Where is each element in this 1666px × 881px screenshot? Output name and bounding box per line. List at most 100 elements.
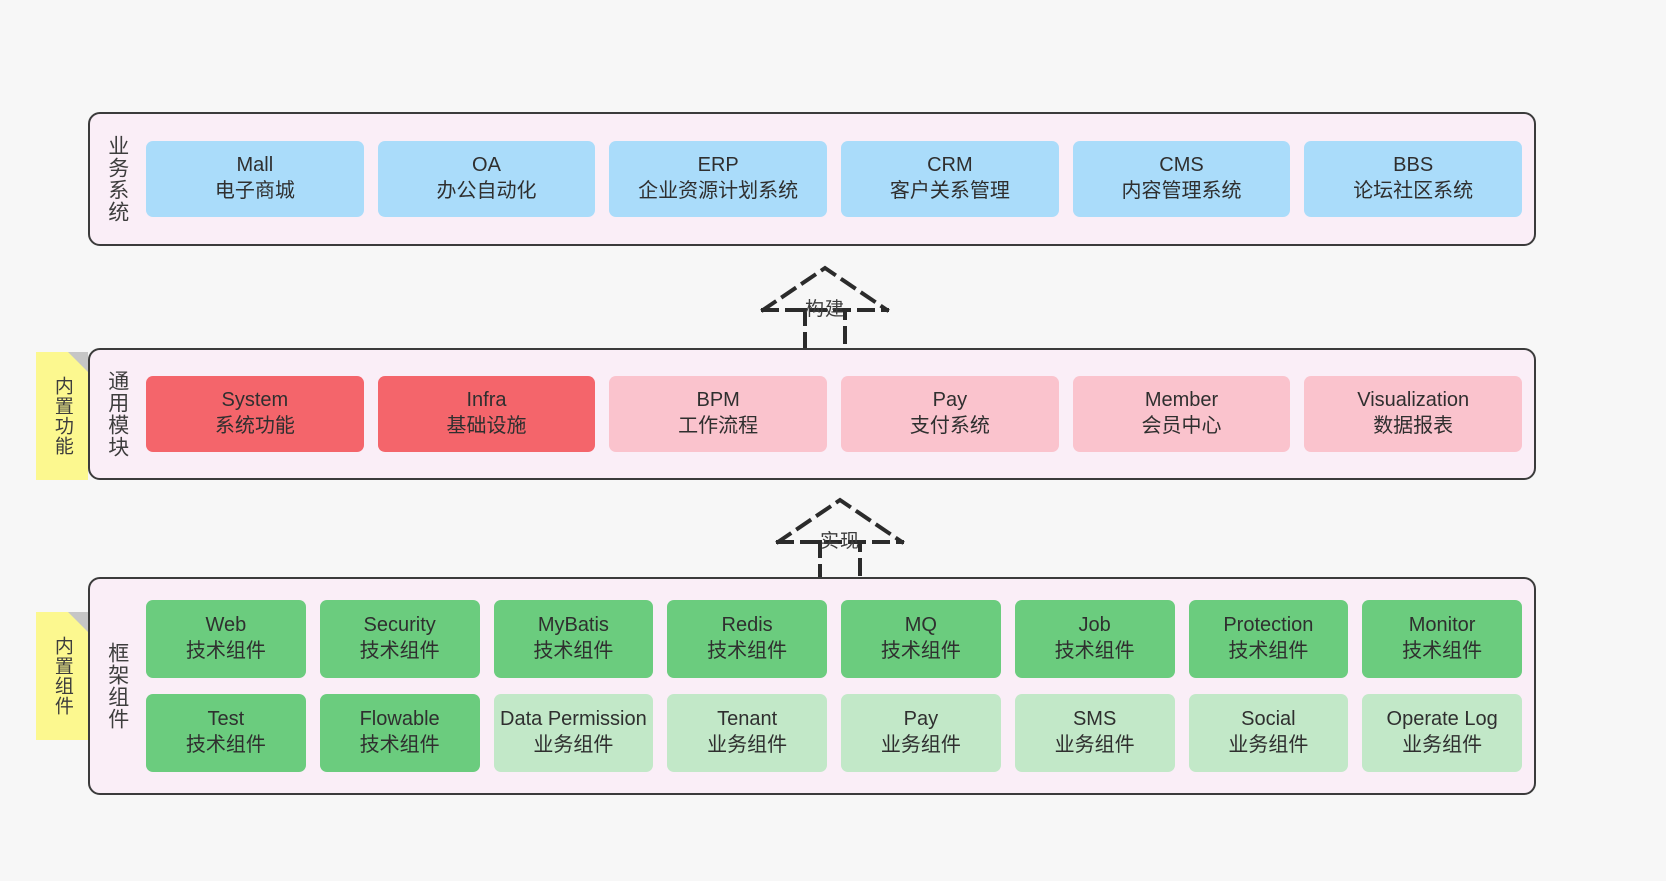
card-subtitle: 技术组件	[185, 734, 266, 756]
card-mybatis[interactable]: MyBatis 技术组件	[493, 600, 654, 678]
card-subtitle: 基础设施	[446, 415, 527, 437]
card-subtitle: 业务组件	[880, 734, 961, 756]
card-subtitle: 技术组件	[185, 640, 266, 662]
card-title: Member	[1144, 389, 1219, 412]
card-monitor[interactable]: Monitor 技术组件	[1362, 600, 1522, 678]
card-system[interactable]: System 系统功能	[146, 376, 364, 452]
card-pay-module[interactable]: Pay 支付系统	[841, 376, 1059, 452]
layer-business-systems: 业务系统 Mall 电子商城 OA 办公自动化 ERP 企业资源计划系统 CRM…	[88, 112, 1536, 246]
card-subtitle: 客户关系管理	[889, 180, 1010, 202]
card-data-permission[interactable]: Data Permission 业务组件	[493, 694, 654, 772]
card-subtitle: 业务组件	[1228, 734, 1309, 756]
card-cms[interactable]: CMS 内容管理系统	[1072, 141, 1291, 217]
card-bbs[interactable]: BBS 论坛社区系统	[1304, 141, 1523, 217]
card-subtitle: 系统功能	[214, 415, 295, 437]
card-title: Operate Log	[1386, 708, 1498, 731]
layer-business-cards: Mall 电子商城 OA 办公自动化 ERP 企业资源计划系统 CRM 客户关系…	[144, 114, 1534, 244]
business-card-row: Mall 电子商城 OA 办公自动化 ERP 企业资源计划系统 CRM 客户关系…	[146, 141, 1523, 217]
card-redis[interactable]: Redis 技术组件	[667, 600, 827, 678]
note-builtin-components: 内置组件	[36, 612, 88, 740]
card-title: Test	[207, 708, 245, 731]
card-subtitle: 数据报表	[1373, 415, 1454, 437]
card-web[interactable]: Web 技术组件	[146, 600, 306, 678]
card-subtitle: 技术组件	[1402, 640, 1483, 662]
card-member[interactable]: Member 会员中心	[1072, 376, 1291, 452]
card-job[interactable]: Job 技术组件	[1014, 600, 1175, 678]
card-title: Pay	[903, 708, 939, 731]
note-label: 内置功能	[51, 376, 73, 456]
card-title: BPM	[696, 389, 740, 412]
card-test[interactable]: Test 技术组件	[146, 694, 306, 772]
card-subtitle: 业务组件	[533, 734, 614, 756]
card-title: Protection	[1223, 614, 1314, 637]
card-title: Flowable	[359, 708, 440, 731]
card-protection[interactable]: Protection 技术组件	[1188, 600, 1349, 678]
layer-framework-cards: Web 技术组件 Security 技术组件 MyBatis 技术组件 Redi…	[144, 579, 1534, 793]
card-title: SMS	[1072, 708, 1117, 731]
layer-framework-label: 框架组件	[105, 642, 129, 730]
card-subtitle: 会员中心	[1141, 415, 1222, 437]
card-title: Tenant	[717, 708, 778, 731]
card-security[interactable]: Security 技术组件	[319, 600, 480, 678]
card-mall[interactable]: Mall 电子商城	[146, 141, 364, 217]
card-subtitle: 企业资源计划系统	[638, 180, 799, 202]
card-title: System	[221, 389, 289, 412]
card-title: CRM	[927, 154, 973, 177]
card-operate-log[interactable]: Operate Log 业务组件	[1362, 694, 1522, 772]
card-title: Mall	[236, 154, 274, 177]
card-subtitle: 业务组件	[1054, 734, 1135, 756]
layer-common-cards: System 系统功能 Infra 基础设施 BPM 工作流程 Pay 支付系统…	[144, 350, 1534, 478]
card-infra[interactable]: Infra 基础设施	[377, 376, 596, 452]
note-label: 内置组件	[51, 636, 73, 716]
card-subtitle: 支付系统	[909, 415, 990, 437]
framework-card-row-tech: Web 技术组件 Security 技术组件 MyBatis 技术组件 Redi…	[146, 600, 1522, 678]
card-subtitle: 技术组件	[359, 734, 440, 756]
layer-common-modules: 通用模块 System 系统功能 Infra 基础设施 BPM 工作流程 Pay…	[88, 348, 1536, 480]
card-title: Redis	[721, 614, 773, 637]
card-title: Security	[363, 614, 436, 637]
card-mq[interactable]: MQ 技术组件	[841, 600, 1001, 678]
card-title: Web	[205, 614, 247, 637]
card-title: Pay	[932, 389, 968, 412]
card-sms[interactable]: SMS 业务组件	[1014, 694, 1175, 772]
card-subtitle: 技术组件	[359, 640, 440, 662]
card-subtitle: 技术组件	[533, 640, 614, 662]
card-title: MyBatis	[537, 614, 609, 637]
framework-card-row-business: Test 技术组件 Flowable 技术组件 Data Permission …	[146, 694, 1522, 772]
note-builtin-features: 内置功能	[36, 352, 88, 480]
card-title: MQ	[904, 614, 937, 637]
card-title: Social	[1241, 708, 1296, 731]
card-oa[interactable]: OA 办公自动化	[377, 141, 596, 217]
connector-build: 构建	[735, 258, 915, 358]
card-title: Monitor	[1408, 614, 1476, 637]
card-title: Data Permission	[500, 708, 647, 731]
card-title: CMS	[1159, 154, 1204, 177]
card-subtitle: 业务组件	[1402, 734, 1483, 756]
connector-implement: 实现	[750, 490, 930, 590]
card-subtitle: 论坛社区系统	[1353, 180, 1474, 202]
card-subtitle: 工作流程	[678, 415, 759, 437]
card-subtitle: 办公自动化	[436, 180, 537, 202]
card-title: Infra	[466, 389, 507, 412]
layer-business-label: 业务系统	[105, 135, 129, 223]
card-crm[interactable]: CRM 客户关系管理	[841, 141, 1059, 217]
common-card-row: System 系统功能 Infra 基础设施 BPM 工作流程 Pay 支付系统…	[146, 376, 1523, 452]
card-subtitle: 内容管理系统	[1121, 180, 1242, 202]
card-social[interactable]: Social 业务组件	[1188, 694, 1349, 772]
card-title: Job	[1078, 614, 1111, 637]
card-erp[interactable]: ERP 企业资源计划系统	[609, 141, 828, 217]
card-tenant[interactable]: Tenant 业务组件	[667, 694, 827, 772]
card-subtitle: 技术组件	[707, 640, 788, 662]
card-bpm[interactable]: BPM 工作流程	[609, 376, 828, 452]
card-visualization[interactable]: Visualization 数据报表	[1304, 376, 1523, 452]
card-title: OA	[472, 154, 501, 177]
card-pay-component[interactable]: Pay 业务组件	[841, 694, 1001, 772]
card-flowable[interactable]: Flowable 技术组件	[319, 694, 480, 772]
connector-implement-label: 实现	[819, 531, 860, 552]
card-subtitle: 业务组件	[707, 734, 788, 756]
card-subtitle: 电子商城	[214, 180, 295, 202]
card-subtitle: 技术组件	[1228, 640, 1309, 662]
connector-build-label: 构建	[804, 299, 845, 320]
layer-framework-components: 框架组件 Web 技术组件 Security 技术组件 MyBatis 技术组件…	[88, 577, 1536, 795]
